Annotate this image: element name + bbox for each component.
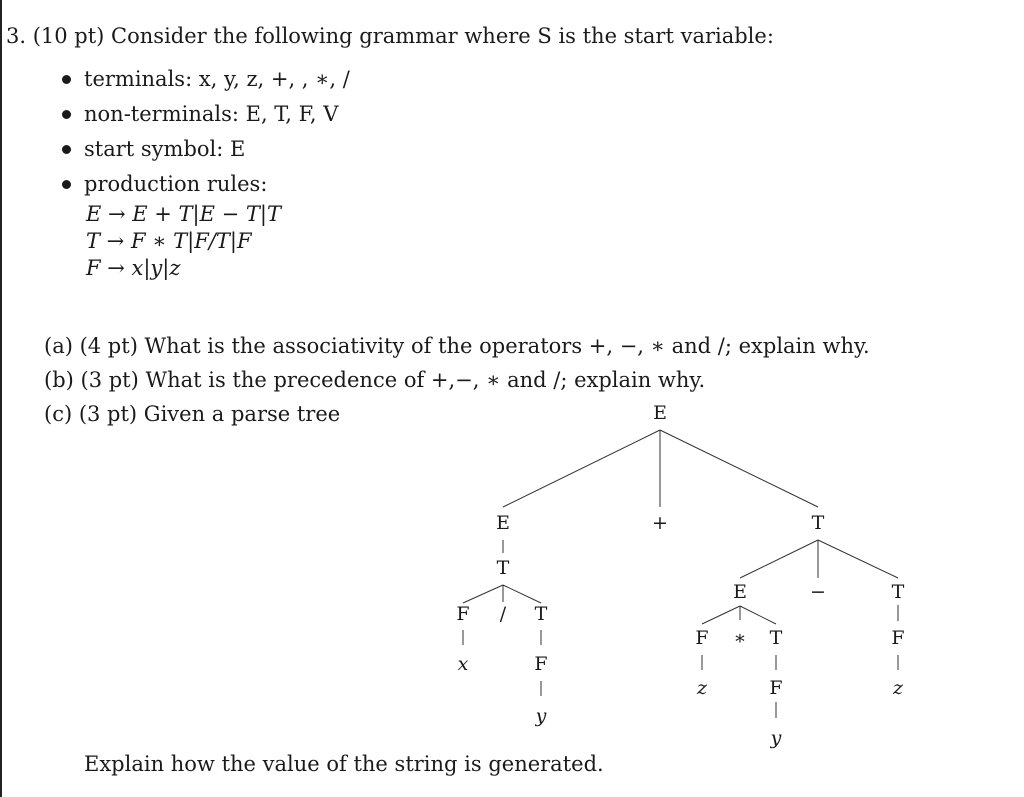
tree-leaf: y	[770, 727, 782, 749]
tree-node: F	[769, 677, 782, 699]
tree-leaf: z	[892, 677, 904, 699]
tree-node: F	[891, 627, 904, 649]
tree-edge	[739, 539, 819, 579]
production-rules-item: production rules:	[84, 172, 268, 196]
part-a: (a) (4 pt) What is the associativity of …	[44, 334, 870, 358]
tree-node: F	[456, 603, 469, 625]
bullet-dot	[62, 145, 71, 154]
part-c: (c) (3 pt) Given a parse tree	[44, 402, 341, 426]
part-b: (b) (3 pt) What is the precedence of +,−…	[44, 368, 706, 392]
left-margin-rule	[0, 0, 2, 797]
start-symbol-item: start symbol: E	[84, 137, 246, 161]
tree-edge	[462, 584, 504, 604]
tree-node-root: E	[653, 402, 667, 424]
tree-edge	[502, 584, 542, 604]
closing-question: Explain how the value of the string is g…	[84, 752, 604, 776]
tree-edge	[659, 429, 819, 508]
tree-node: T	[535, 603, 548, 625]
rule-e: E → E + T|E − T|T	[86, 202, 281, 226]
tree-node: F	[534, 653, 547, 675]
rule-f: F → x|y|z	[86, 256, 181, 280]
problem-heading: 3. (10 pt) Consider the following gramma…	[6, 24, 774, 48]
tree-leaf: y	[535, 705, 547, 727]
tree-node: T	[770, 627, 783, 649]
tree-edge	[817, 539, 899, 579]
tree-edge	[701, 605, 741, 625]
bullet-dot	[62, 75, 71, 84]
tree-leaf: z	[696, 677, 708, 699]
tree-node: E	[496, 512, 510, 534]
tree-node-operator: −	[810, 581, 826, 603]
tree-node: E	[733, 581, 747, 603]
tree-node: T	[497, 557, 510, 579]
tree-node-operator: +	[652, 512, 668, 534]
non-terminals-item: non-terminals: E, T, F, V	[84, 102, 339, 126]
tree-node-operator: /	[500, 603, 507, 625]
tree-node: F	[695, 627, 708, 649]
tree-node: T	[812, 512, 825, 534]
bullet-dot	[62, 180, 71, 189]
tree-node: T	[892, 581, 905, 603]
tree-edge	[739, 605, 777, 625]
tree-edge	[502, 429, 661, 508]
terminals-item: terminals: x, y, z, +, , ∗, /	[84, 67, 350, 91]
tree-leaf: x	[458, 653, 469, 675]
bullet-dot	[62, 110, 71, 119]
tree-node-operator: ∗	[734, 627, 747, 649]
rule-t: T → F ∗ T|F/T|F	[86, 229, 252, 253]
